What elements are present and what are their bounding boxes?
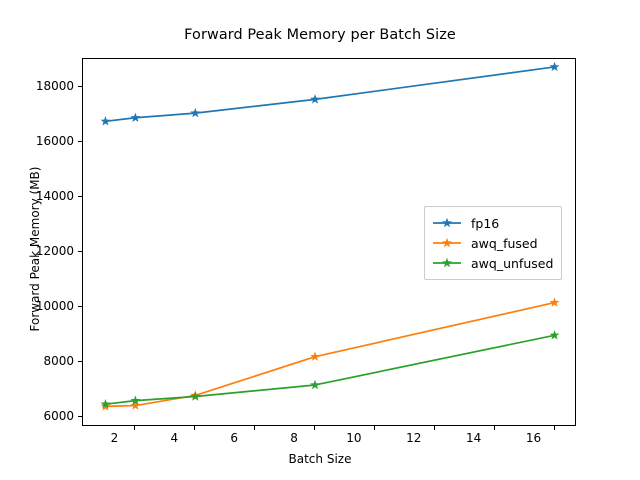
x-tick-mark bbox=[194, 426, 196, 430]
x-tick-label: 14 bbox=[466, 431, 482, 445]
y-tick-label: 8000 bbox=[43, 353, 74, 368]
data-point-marker bbox=[310, 379, 320, 390]
x-tick-mark bbox=[493, 426, 495, 430]
data-point-marker bbox=[130, 400, 141, 410]
legend-label: awq_unfused bbox=[471, 255, 554, 271]
data-point-marker bbox=[100, 116, 111, 126]
x-axis-label: Batch Size bbox=[288, 452, 352, 466]
y-tick-label: 14000 bbox=[35, 188, 74, 203]
legend-label: fp16 bbox=[471, 215, 500, 231]
data-point-marker bbox=[130, 395, 141, 405]
x-tick-label: 16 bbox=[525, 431, 542, 445]
x-tick-mark bbox=[134, 426, 136, 430]
data-point-marker bbox=[190, 107, 201, 118]
data-point-marker bbox=[549, 297, 560, 307]
y-tick-label: 12000 bbox=[35, 243, 74, 258]
y-tick-mark bbox=[78, 415, 82, 417]
y-tick-label: 6000 bbox=[43, 408, 74, 423]
series-canvas bbox=[100, 61, 560, 411]
x-tick-label: 12 bbox=[406, 431, 422, 445]
y-tick-label: 18000 bbox=[35, 79, 74, 93]
chart-title: Forward Peak Memory per Batch Size bbox=[184, 27, 456, 43]
series-awq_unfused bbox=[100, 330, 560, 409]
x-tick-label: 10 bbox=[346, 431, 362, 445]
y-tick-label: 10000 bbox=[35, 298, 74, 313]
legend-item-fp16: fp16 bbox=[432, 213, 553, 233]
legend-label: awq_fused bbox=[471, 235, 538, 251]
legend-item-awq_fused: awq_fused bbox=[432, 233, 553, 253]
data-point-marker bbox=[190, 391, 201, 401]
x-tick-label: 6 bbox=[230, 431, 238, 445]
y-tick-label: 16000 bbox=[35, 133, 74, 148]
y-tick-mark bbox=[78, 250, 82, 252]
series-awq_fused bbox=[100, 297, 560, 411]
chart-legend: fp16 awq_fused awq_unfused bbox=[424, 206, 563, 280]
x-tick-label: 2 bbox=[110, 431, 119, 445]
data-point-marker bbox=[549, 330, 560, 340]
legend-marker-icon bbox=[432, 256, 462, 270]
x-tick-mark bbox=[254, 426, 256, 430]
x-tick-label: 8 bbox=[290, 431, 298, 445]
data-point-marker bbox=[310, 351, 320, 361]
x-tick-mark bbox=[553, 426, 555, 430]
y-tick-mark bbox=[78, 360, 82, 362]
data-point-marker bbox=[310, 94, 320, 104]
y-tick-mark bbox=[78, 195, 82, 197]
x-tick-label: 4 bbox=[170, 431, 179, 445]
data-point-marker bbox=[130, 112, 141, 122]
data-point-marker bbox=[100, 399, 111, 409]
series-line bbox=[104, 66, 556, 123]
x-tick-mark bbox=[373, 426, 375, 430]
legend-marker-icon bbox=[432, 236, 462, 250]
series-fp16 bbox=[100, 61, 560, 126]
legend-marker-icon bbox=[432, 216, 462, 230]
series-line bbox=[104, 301, 556, 408]
x-tick-mark bbox=[433, 426, 435, 430]
x-tick-mark bbox=[314, 426, 316, 430]
data-point-marker bbox=[549, 61, 560, 72]
legend-item-awq_unfused: awq_unfused bbox=[432, 253, 553, 273]
y-tick-mark bbox=[78, 140, 82, 142]
y-tick-mark bbox=[78, 305, 82, 307]
series-line bbox=[104, 334, 556, 406]
y-tick-mark bbox=[78, 86, 82, 87]
